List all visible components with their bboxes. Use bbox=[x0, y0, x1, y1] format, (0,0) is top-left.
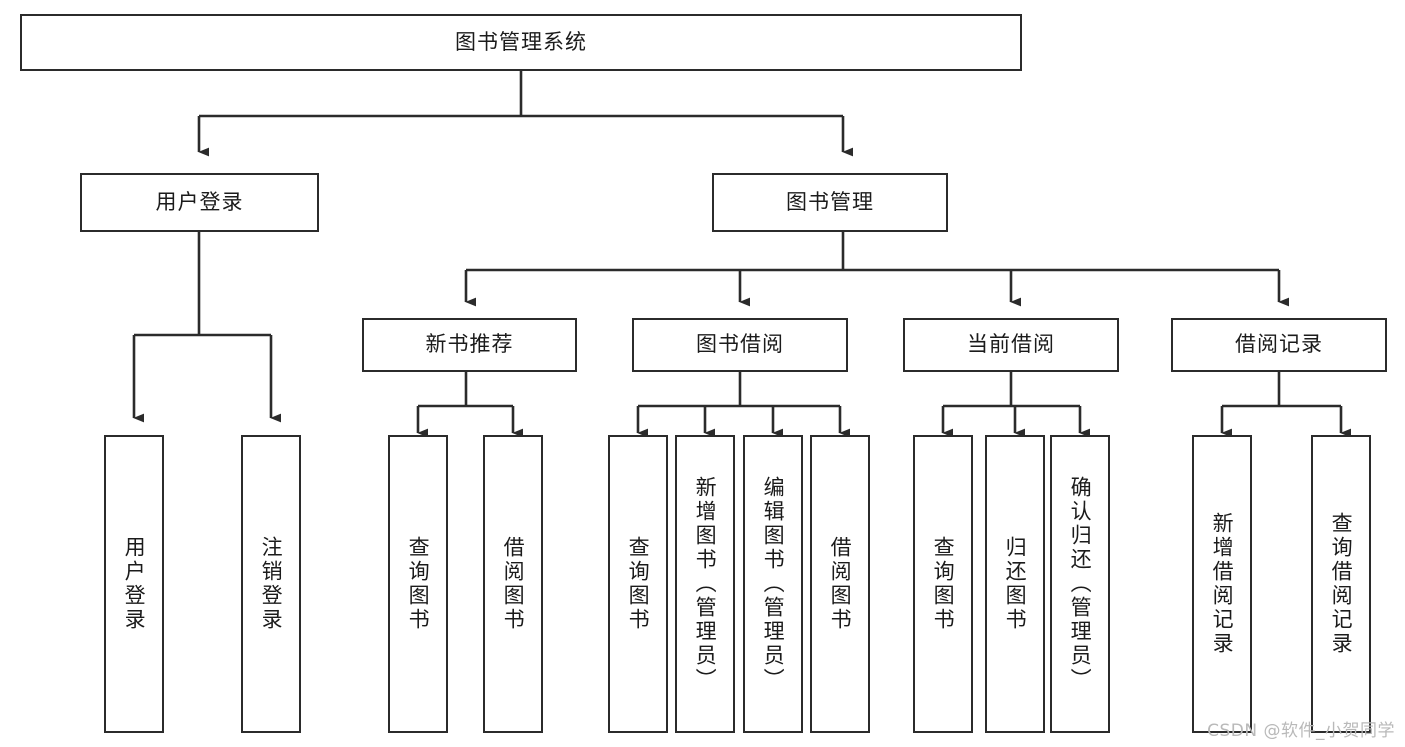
leaf-records-query-record[interactable]: 查询借阅记录 bbox=[1311, 435, 1371, 733]
leaf-user-login-signout[interactable]: 注销登录 bbox=[241, 435, 301, 733]
node-borrow-records-label: 借阅记录 bbox=[1235, 332, 1323, 357]
node-user-login[interactable]: 用户登录 bbox=[80, 173, 319, 232]
leaf-label: 新增借阅记录 bbox=[1210, 512, 1235, 656]
node-borrow-records[interactable]: 借阅记录 bbox=[1171, 318, 1387, 372]
node-user-login-label: 用户登录 bbox=[155, 189, 244, 214]
node-root-label: 图书管理系统 bbox=[455, 29, 587, 54]
leaf-borrow-borrow-book[interactable]: 借阅图书 bbox=[810, 435, 870, 733]
leaf-label: 查询图书 bbox=[626, 536, 651, 632]
node-book-management-label: 图书管理 bbox=[786, 189, 874, 214]
leaf-borrow-add-book-admin[interactable]: 新增图书（管理员） bbox=[675, 435, 735, 733]
leaf-label: 借阅图书 bbox=[828, 536, 853, 632]
node-current-borrow-label: 当前借阅 bbox=[967, 332, 1055, 357]
node-new-book-recommend[interactable]: 新书推荐 bbox=[362, 318, 577, 372]
leaf-label: 借阅图书 bbox=[501, 536, 526, 632]
leaf-label: 用户登录 bbox=[122, 536, 147, 632]
leaf-new-book-borrow[interactable]: 借阅图书 bbox=[483, 435, 543, 733]
leaf-label: 注销登录 bbox=[259, 536, 284, 632]
leaf-label: 查询图书 bbox=[406, 536, 431, 632]
leaf-current-query-book[interactable]: 查询图书 bbox=[913, 435, 973, 733]
leaf-label: 确认归还（管理员） bbox=[1068, 476, 1093, 692]
leaf-user-login-signin[interactable]: 用户登录 bbox=[104, 435, 164, 733]
leaf-label: 编辑图书（管理员） bbox=[761, 476, 786, 692]
leaf-label: 查询借阅记录 bbox=[1329, 512, 1354, 656]
node-current-borrow[interactable]: 当前借阅 bbox=[903, 318, 1119, 372]
leaf-new-book-query[interactable]: 查询图书 bbox=[388, 435, 448, 733]
leaf-label: 归还图书 bbox=[1003, 536, 1028, 632]
leaf-borrow-query-book[interactable]: 查询图书 bbox=[608, 435, 668, 733]
node-book-borrow-label: 图书借阅 bbox=[696, 332, 784, 357]
leaf-current-return-book[interactable]: 归还图书 bbox=[985, 435, 1045, 733]
leaf-label: 查询图书 bbox=[931, 536, 956, 632]
node-book-management[interactable]: 图书管理 bbox=[712, 173, 948, 232]
node-book-borrow[interactable]: 图书借阅 bbox=[632, 318, 848, 372]
node-new-book-recommend-label: 新书推荐 bbox=[425, 332, 514, 357]
leaf-records-add-record[interactable]: 新增借阅记录 bbox=[1192, 435, 1252, 733]
leaf-current-confirm-return-admin[interactable]: 确认归还（管理员） bbox=[1050, 435, 1110, 733]
leaf-label: 新增图书（管理员） bbox=[693, 476, 718, 692]
leaf-borrow-edit-book-admin[interactable]: 编辑图书（管理员） bbox=[743, 435, 803, 733]
node-root[interactable]: 图书管理系统 bbox=[20, 14, 1022, 71]
